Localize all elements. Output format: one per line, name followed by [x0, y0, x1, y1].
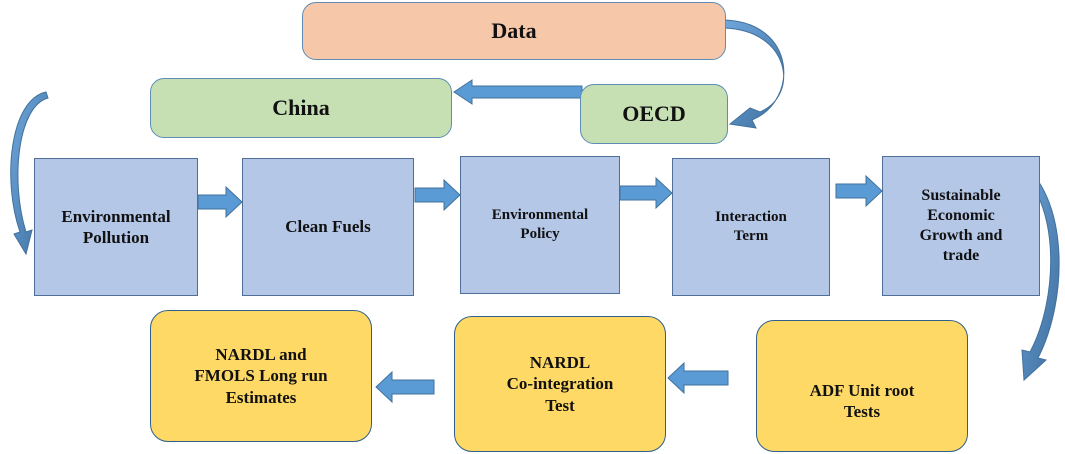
arrow-nardl-to-fmols — [375, 370, 435, 404]
node-environmental-pollution-label: Environmental Pollution — [61, 206, 171, 247]
node-china: China — [150, 78, 452, 138]
node-clean-fuels-label: Clean Fuels — [285, 217, 371, 237]
node-data: Data — [302, 2, 726, 60]
node-environmental-pollution: Environmental Pollution — [34, 158, 198, 296]
arrow-cleanfuels-to-policy — [414, 178, 461, 212]
node-adf-tests-label: ADF Unit root Tests — [809, 380, 915, 421]
node-sustainable-growth: Sustainable Economic Growth and trade — [882, 156, 1040, 296]
node-sustainable-growth-label: Sustainable Economic Growth and trade — [919, 187, 1003, 264]
node-oecd-label: OECD — [622, 101, 686, 127]
arrow-interaction-to-growth — [835, 174, 883, 208]
arrow-policy-to-interaction — [619, 176, 673, 210]
node-nardl-fmols: NARDL and FMOLS Long run Estimates — [150, 310, 372, 442]
node-adf-tests: ADF Unit root Tests — [756, 320, 968, 452]
node-data-label: Data — [491, 18, 537, 44]
arrow-data-to-oecd — [723, 19, 785, 129]
node-interaction-term-label: Interaction Term — [715, 209, 787, 244]
node-interaction-term: Interaction Term — [672, 158, 830, 296]
node-environmental-policy-label: Environmental Policy — [491, 207, 589, 242]
node-china-label: China — [272, 95, 330, 121]
node-environmental-policy: Environmental Policy — [460, 156, 620, 294]
arrow-left-curve — [10, 91, 49, 256]
node-nardl-cointegration-label: NARDL Co-integration Test — [506, 353, 614, 415]
arrow-growth-to-adf — [1013, 159, 1060, 382]
node-nardl-cointegration: NARDL Co-integration Test — [454, 316, 666, 452]
arrow-oecd-to-china — [453, 79, 583, 105]
arrow-adf-to-nardl — [667, 361, 729, 395]
node-nardl-fmols-label: NARDL and FMOLS Long run Estimates — [194, 345, 328, 407]
node-clean-fuels: Clean Fuels — [242, 158, 414, 296]
node-oecd: OECD — [580, 84, 728, 144]
arrow-pollution-to-cleanfuels — [197, 185, 243, 219]
